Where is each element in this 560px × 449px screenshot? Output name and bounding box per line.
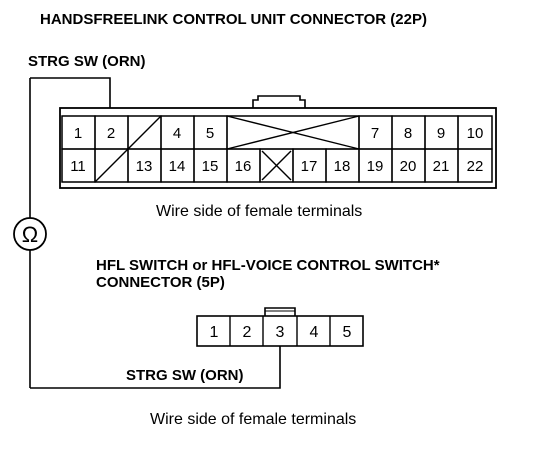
pin-10: 10 [467,125,484,142]
pin-22: 22 [467,158,484,175]
pin-2: 2 [107,125,115,142]
pin-14: 14 [169,158,186,175]
ohm-symbol: Ω [22,222,38,247]
ohmmeter-icon: Ω [13,217,47,251]
caption-5p: Wire side of female terminals [150,411,356,428]
diagram-title: HANDSFREELINK CONTROL UNIT CONNECTOR (22… [40,11,427,28]
pin5-4: 4 [310,324,319,341]
connector-22p: 1 2 4 5 7 8 9 10 11 13 14 15 16 17 18 19… [59,95,497,189]
pin-1: 1 [74,125,82,142]
connector-5p-lock-tab [264,307,296,316]
pin-21: 21 [433,158,450,175]
pin-19: 19 [367,158,384,175]
pin-11: 11 [70,158,86,175]
wire-top [29,77,281,389]
wire-label-top: STRG SW (ORN) [28,53,146,70]
pin-4: 4 [173,125,181,142]
pin-9: 9 [437,125,445,142]
pin-7: 7 [371,125,379,142]
pin-17: 17 [301,158,318,175]
pin5-3: 3 [276,324,285,341]
pin-15: 15 [202,158,219,175]
pin-16: 16 [235,158,252,175]
wire-label-bottom: STRG SW (ORN) [126,367,244,384]
connector-22p-lock-tab [252,95,306,108]
switch-title-line2: CONNECTOR (5P) [96,274,225,291]
pin-13: 13 [136,158,153,175]
connector-5p-body [196,315,364,347]
switch-title-line1: HFL SWITCH or HFL-VOICE CONTROL SWITCH* [96,257,440,274]
pin-18: 18 [334,158,351,175]
connector-5p: 1 2 3 4 5 [196,307,364,347]
pin5-5: 5 [343,324,352,341]
pin-20: 20 [400,158,417,175]
caption-22p: Wire side of female terminals [156,203,362,220]
pin5-1: 1 [210,324,219,341]
pin5-2: 2 [243,324,252,341]
pin-8: 8 [404,125,412,142]
pin-5: 5 [206,125,214,142]
connector-22p-body [59,107,497,189]
